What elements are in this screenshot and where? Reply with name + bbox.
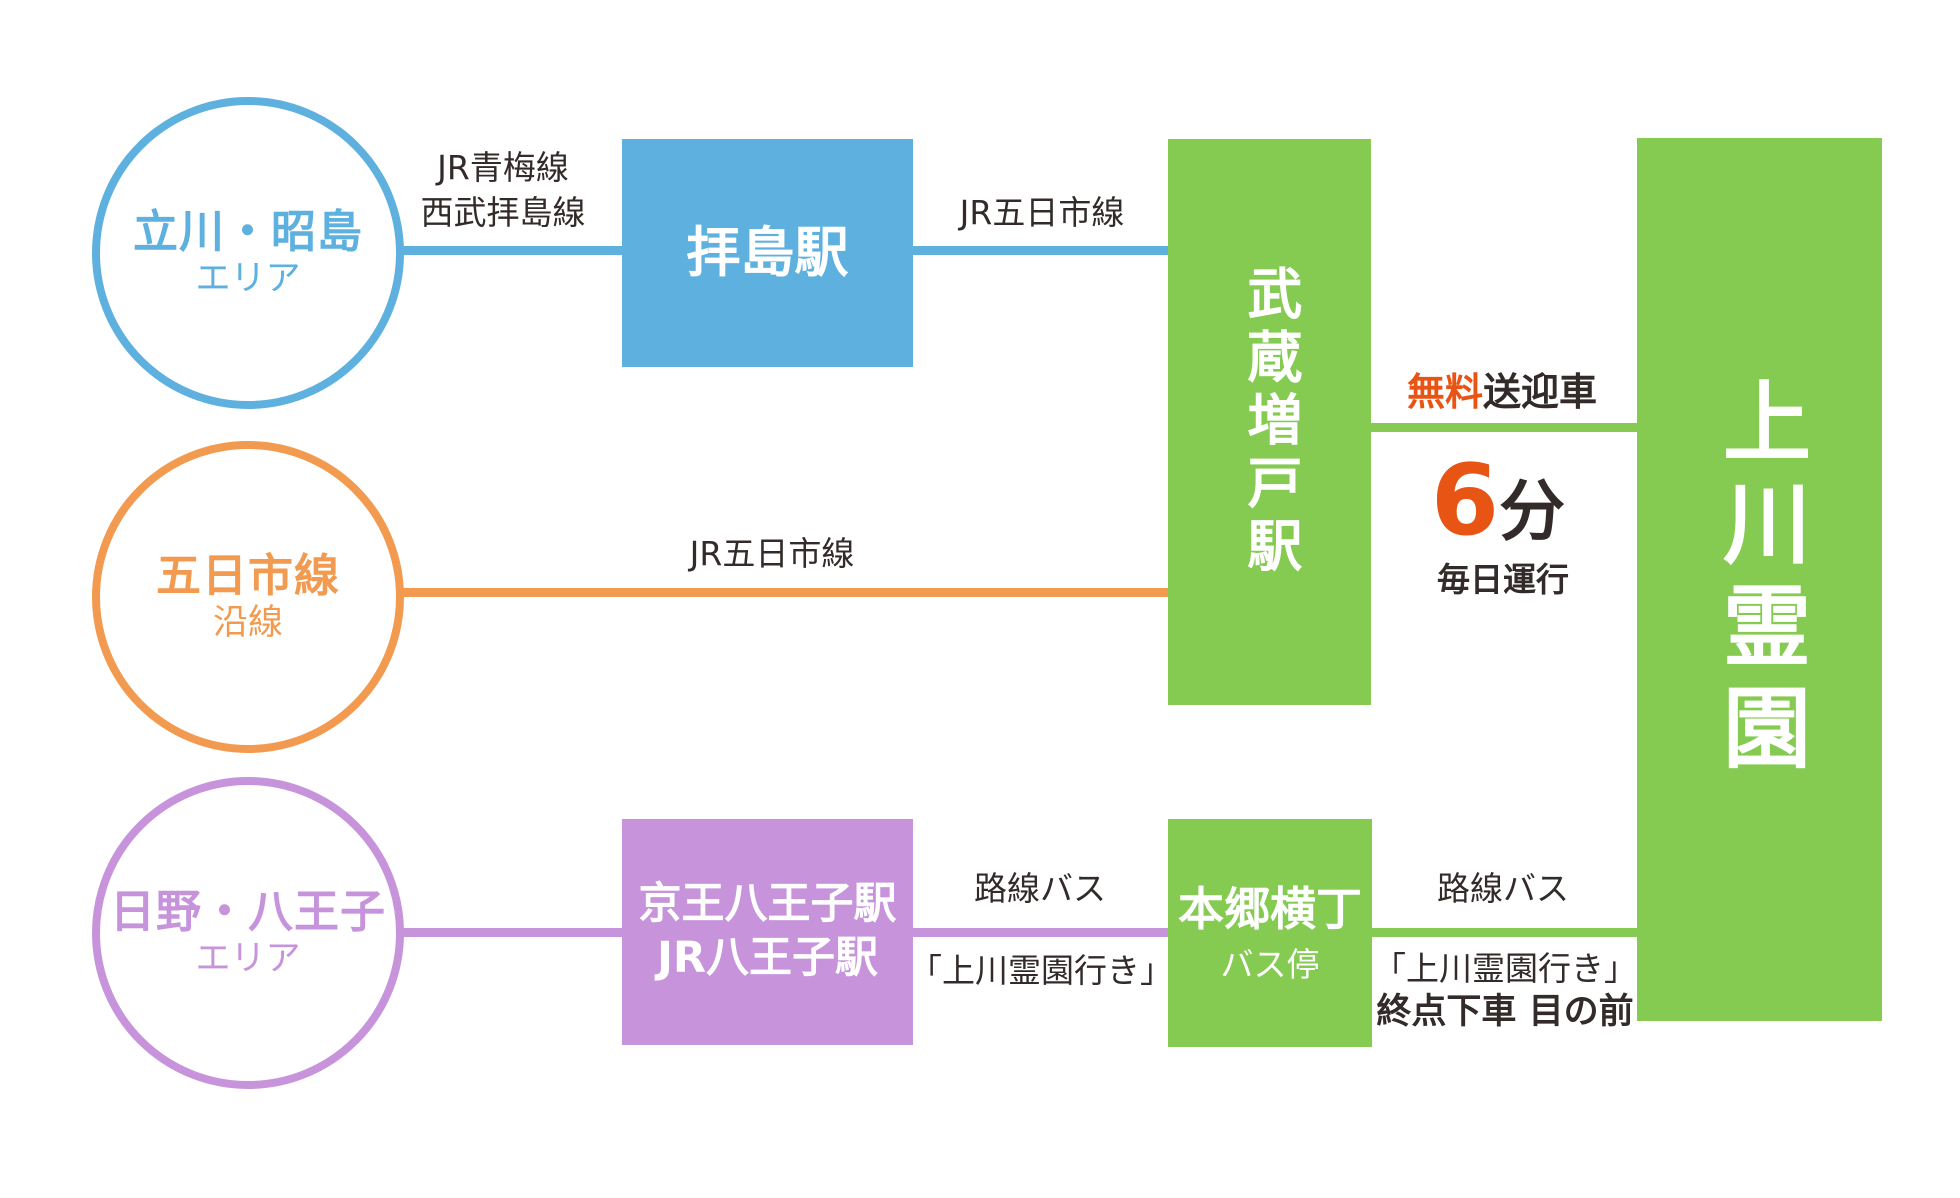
line-haijima-to-masuko <box>913 246 1169 255</box>
line-shuttle-masuko-to-kamikawa <box>1371 423 1638 432</box>
label-kamikawa-bound-right: 「上川霊園行き」 <box>1373 949 1637 988</box>
label-free-shuttle: 無料送迎車 <box>1407 373 1597 411</box>
label-rosen-bus-left: 路線バス <box>974 869 1106 908</box>
label-free: 無料 <box>1406 370 1483 414</box>
line-hachioji-to-hongo <box>913 928 1168 937</box>
line-tachikawa-to-haijima <box>400 246 623 255</box>
area-suffix: エリア <box>195 259 301 299</box>
label-shuttle-car: 送迎車 <box>1483 370 1598 414</box>
station-musashi-masuko: 武蔵増戸駅 <box>1168 139 1371 705</box>
destination-kamikawa-label: 上川霊園 <box>1708 375 1812 784</box>
area-circle-tachikawa-akishima: 立川・昭島 エリア <box>92 97 404 409</box>
label-rosen-bus-right: 路線バス <box>1437 869 1569 908</box>
area-circle-hino-hachioji: 日野・八王子 エリア <box>92 777 404 1089</box>
label-jr-ome-seibu-lines: JR青梅線 西武拝島線 <box>421 146 586 235</box>
bus-stop-hongo-yokocho: 本郷横丁 バス停 <box>1168 819 1372 1047</box>
label-daily-operation: 毎日運行 <box>1437 560 1569 599</box>
station-haijima: 拝島駅 <box>622 139 913 367</box>
bus-stop-name: 本郷横丁 <box>1178 881 1362 936</box>
station-haijima-label: 拝島駅 <box>686 221 849 285</box>
station-keio-hachioji-label: 京王八王子駅 <box>638 879 897 930</box>
area-name: 日野・八王子 <box>109 885 386 938</box>
station-jr-hachioji-label: JR八王子駅 <box>656 933 879 983</box>
area-suffix: エリア <box>195 939 301 979</box>
label-seibu-haijima-line: 西武拝島線 <box>420 192 586 232</box>
area-suffix: 沿線 <box>212 603 283 643</box>
label-kamikawa-bound-left: 「上川霊園行き」 <box>909 951 1173 990</box>
area-circle-itsukaichi-line: 五日市線 沿線 <box>92 441 404 753</box>
line-hongo-to-kamikawa <box>1372 928 1638 937</box>
station-hachioji: 京王八王子駅 JR八王子駅 <box>622 819 913 1045</box>
label-jr-itsukaichi-line-mid: JR五日市線 <box>689 534 855 573</box>
label-jr-ome-line: JR青梅線 <box>437 148 569 187</box>
line-hino-to-hachioji <box>400 928 623 937</box>
line-itsukaichi-to-masuko <box>400 588 1169 597</box>
shuttle-minutes-unit: 分 <box>1499 473 1566 550</box>
label-shuttle-duration: 6分 <box>1431 452 1565 550</box>
destination-kamikawa-cemetery: 上川霊園 <box>1637 138 1882 1021</box>
station-musashi-masuko-label: 武蔵増戸駅 <box>1237 264 1302 580</box>
label-terminal-get-off: 終点下車 目の前 <box>1376 992 1634 1032</box>
area-name: 五日市線 <box>155 549 340 602</box>
area-name: 立川・昭島 <box>132 205 363 258</box>
bus-stop-suffix: バス停 <box>1220 945 1320 985</box>
shuttle-minutes: 6 <box>1430 444 1500 558</box>
label-jr-itsukaichi-line-top: JR五日市線 <box>959 193 1125 232</box>
